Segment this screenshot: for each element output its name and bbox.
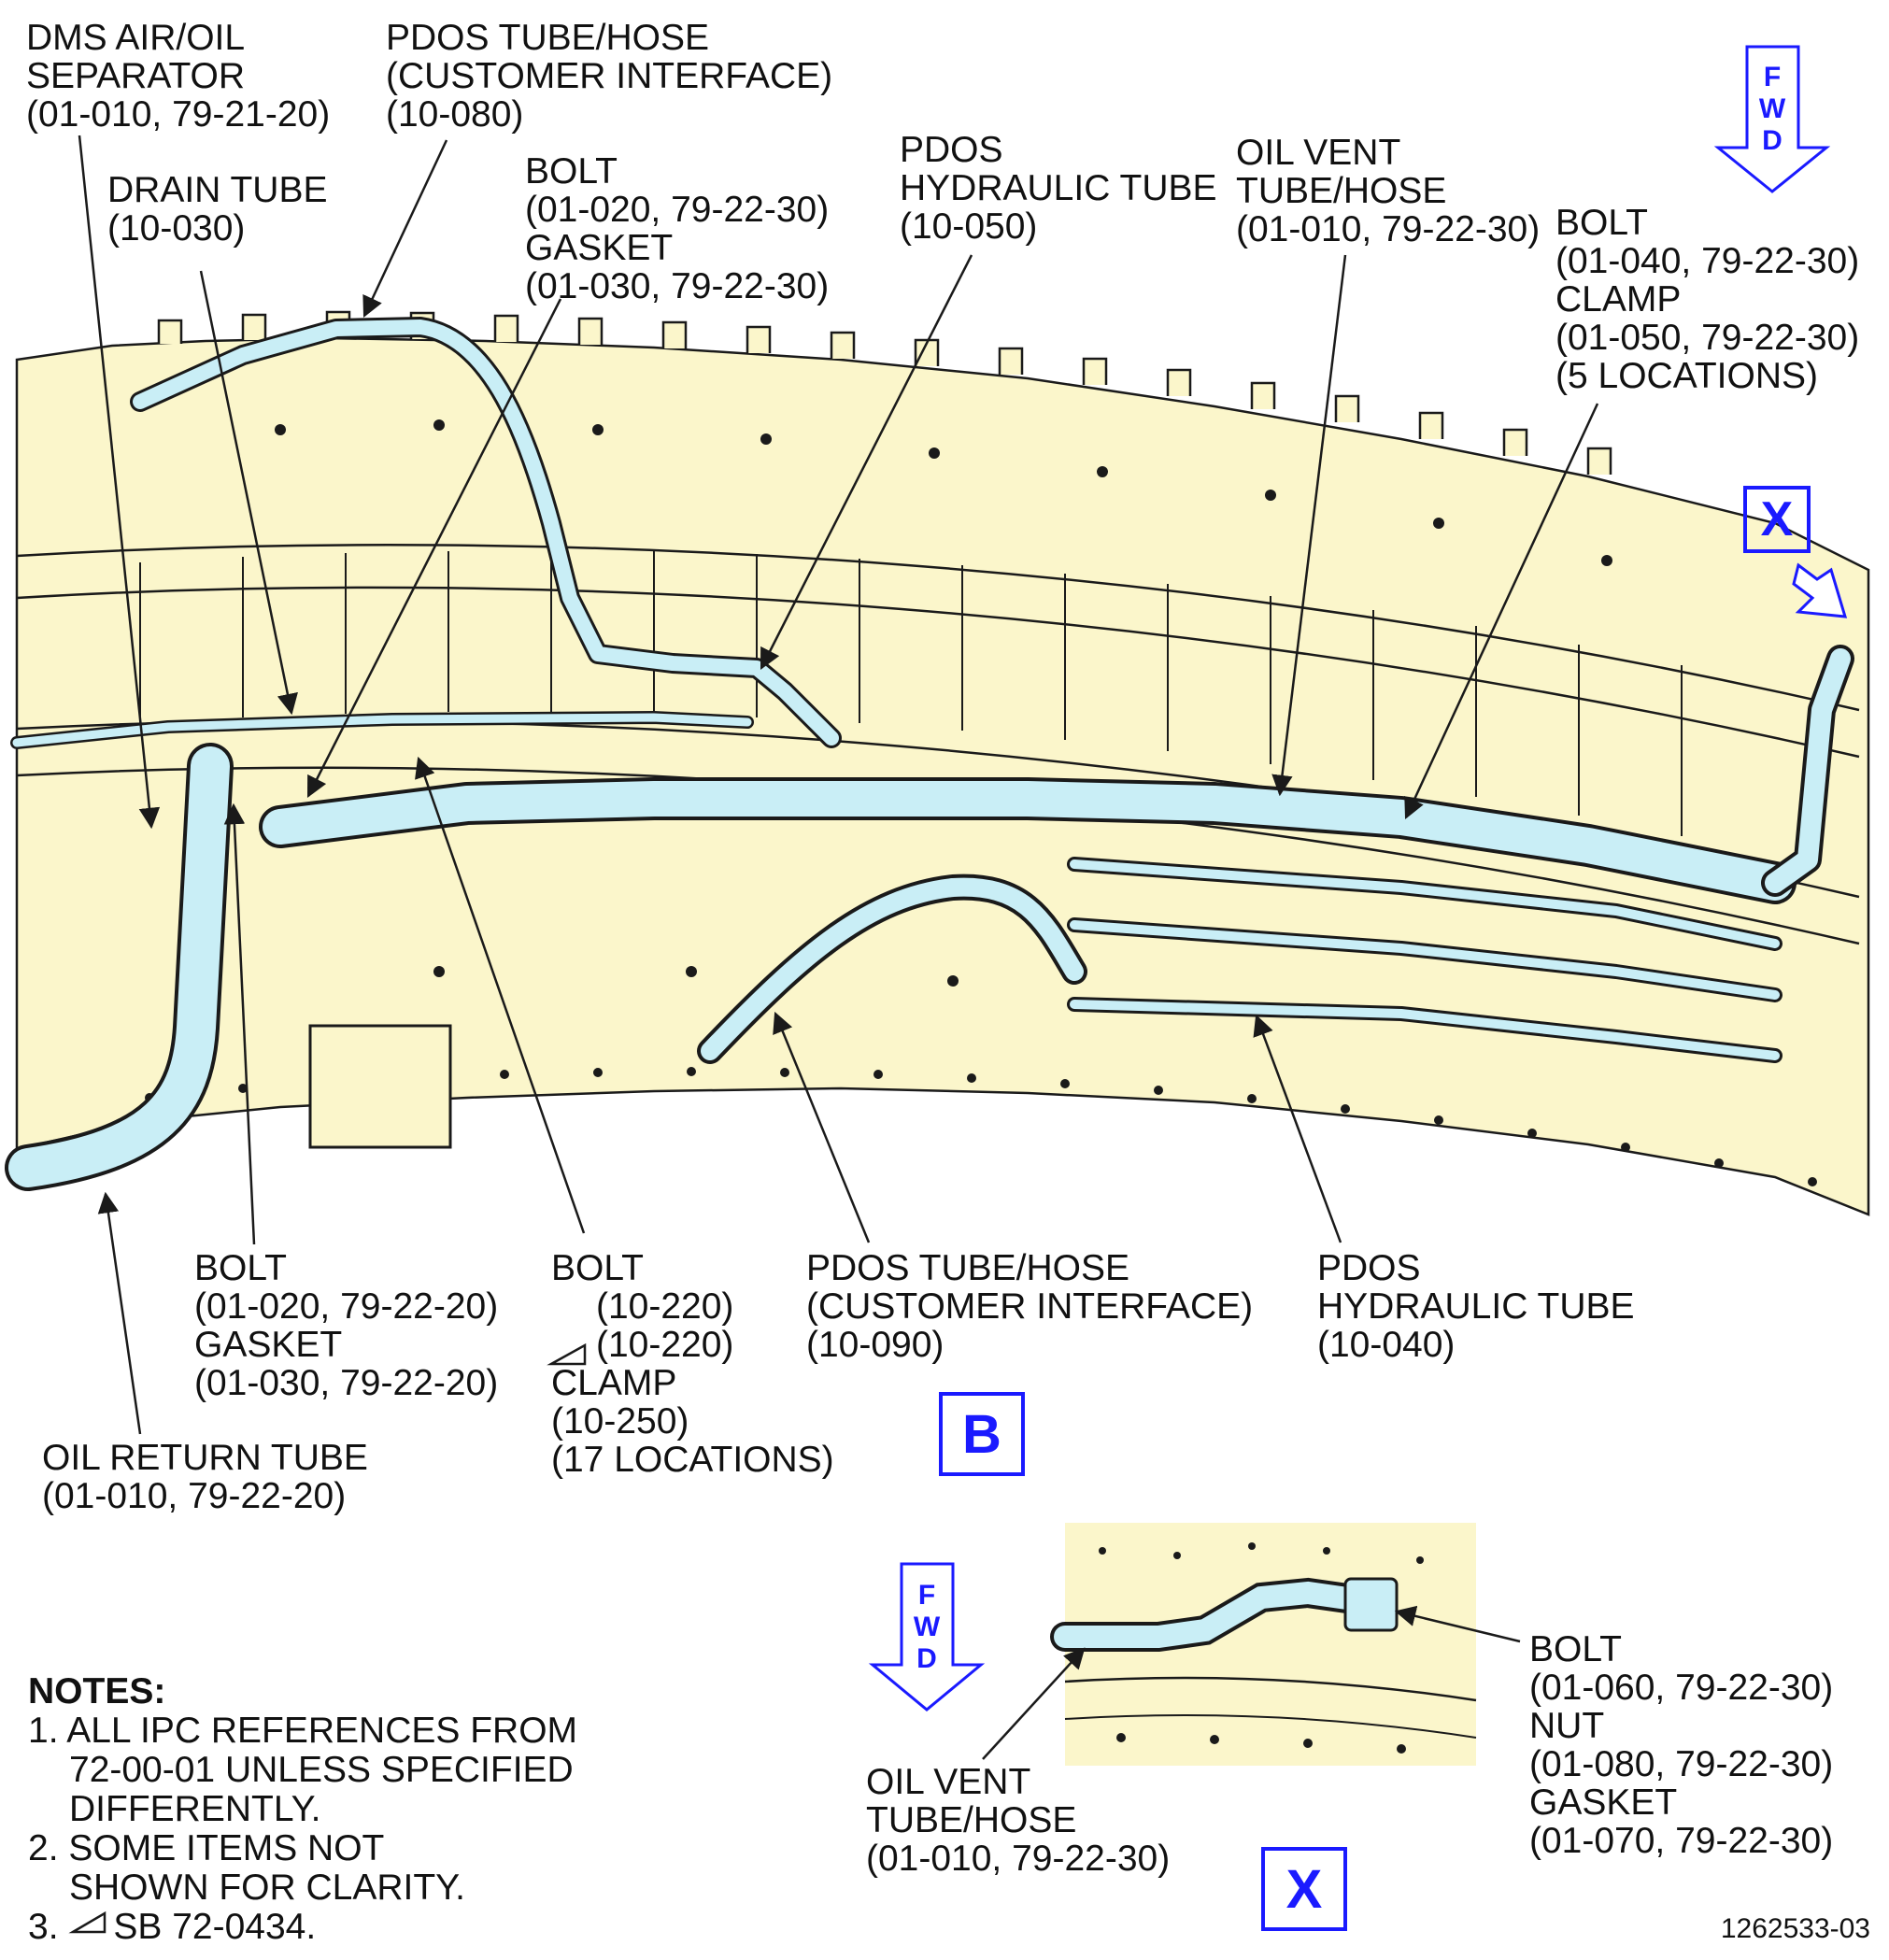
view-marker-b: B [939, 1392, 1025, 1476]
notes-title: NOTES: [28, 1671, 166, 1711]
fwd-letter: F [918, 1580, 935, 1611]
note-1: 1. ALL IPC REFERENCES FROM [28, 1711, 578, 1751]
engine-casing [15, 310, 1870, 1216]
notes-block: NOTES: 1. ALL IPC REFERENCES FROM 72-00-… [28, 1672, 577, 1947]
note-1-cont: DIFFERENTLY. [69, 1789, 321, 1829]
label-pdos-tube-080: PDOS TUBE/HOSE(CUSTOMER INTERFACE)(10-08… [386, 18, 833, 135]
fwd-letter: D [1762, 125, 1782, 156]
label-pdos-tube-090: PDOS TUBE/HOSE(CUSTOMER INTERFACE)(10-09… [806, 1248, 1254, 1365]
fwd-letter: F [1764, 62, 1781, 92]
fwd-letter: D [916, 1643, 937, 1674]
note-1-cont: 72-00-01 UNLESS SPECIFIED [69, 1750, 574, 1790]
fwd-letter: W [914, 1612, 941, 1642]
figure-number: 1262533-03 [1720, 1913, 1870, 1944]
label-bolt-clamp-17-locations: BOLT (10-220) (10-220) CLAMP(10-250)(17 … [551, 1248, 834, 1480]
label-bolt-clamp-5-locations: BOLT(01-040, 79-22-30)CLAMP(01-050, 79-2… [1555, 203, 1860, 396]
label-oil-return-tube: OIL RETURN TUBE(01-010, 79-22-20) [42, 1438, 368, 1516]
fwd-letter: W [1759, 93, 1786, 124]
view-marker-x-detail: X [1261, 1847, 1347, 1931]
note-2-cont: SHOWN FOR CLARITY. [69, 1868, 465, 1908]
detail-view-x [1050, 1523, 1477, 1766]
junction-box [308, 1024, 452, 1149]
revision-triangle-icon [68, 1910, 107, 1934]
fwd-arrow-detail: F W D [868, 1562, 986, 1711]
label-bolt-nut-gasket-detail: BOLT(01-060, 79-22-30)NUT(01-080, 79-22-… [1529, 1629, 1834, 1861]
revision-triangle-icon [547, 1342, 587, 1366]
label-bolt-gasket-79-22-20: BOLT(01-020, 79-22-20)GASKET(01-030, 79-… [194, 1248, 499, 1403]
note-3: 3. SB 72-0434. [28, 1907, 317, 1947]
note-2: 2. SOME ITEMS NOT [28, 1828, 385, 1868]
view-x-arrow [1792, 562, 1848, 618]
view-marker-x-callout: X [1743, 486, 1811, 553]
fwd-arrow-main: F W D [1713, 45, 1831, 193]
label-bolt-gasket-79-22-30: BOLT(01-020, 79-22-30)GASKET(01-030, 79-… [525, 151, 830, 306]
tubes [5, 317, 1854, 1191]
label-drain-tube: DRAIN TUBE(10-030) [107, 170, 328, 249]
leader-lines [78, 135, 1599, 1760]
